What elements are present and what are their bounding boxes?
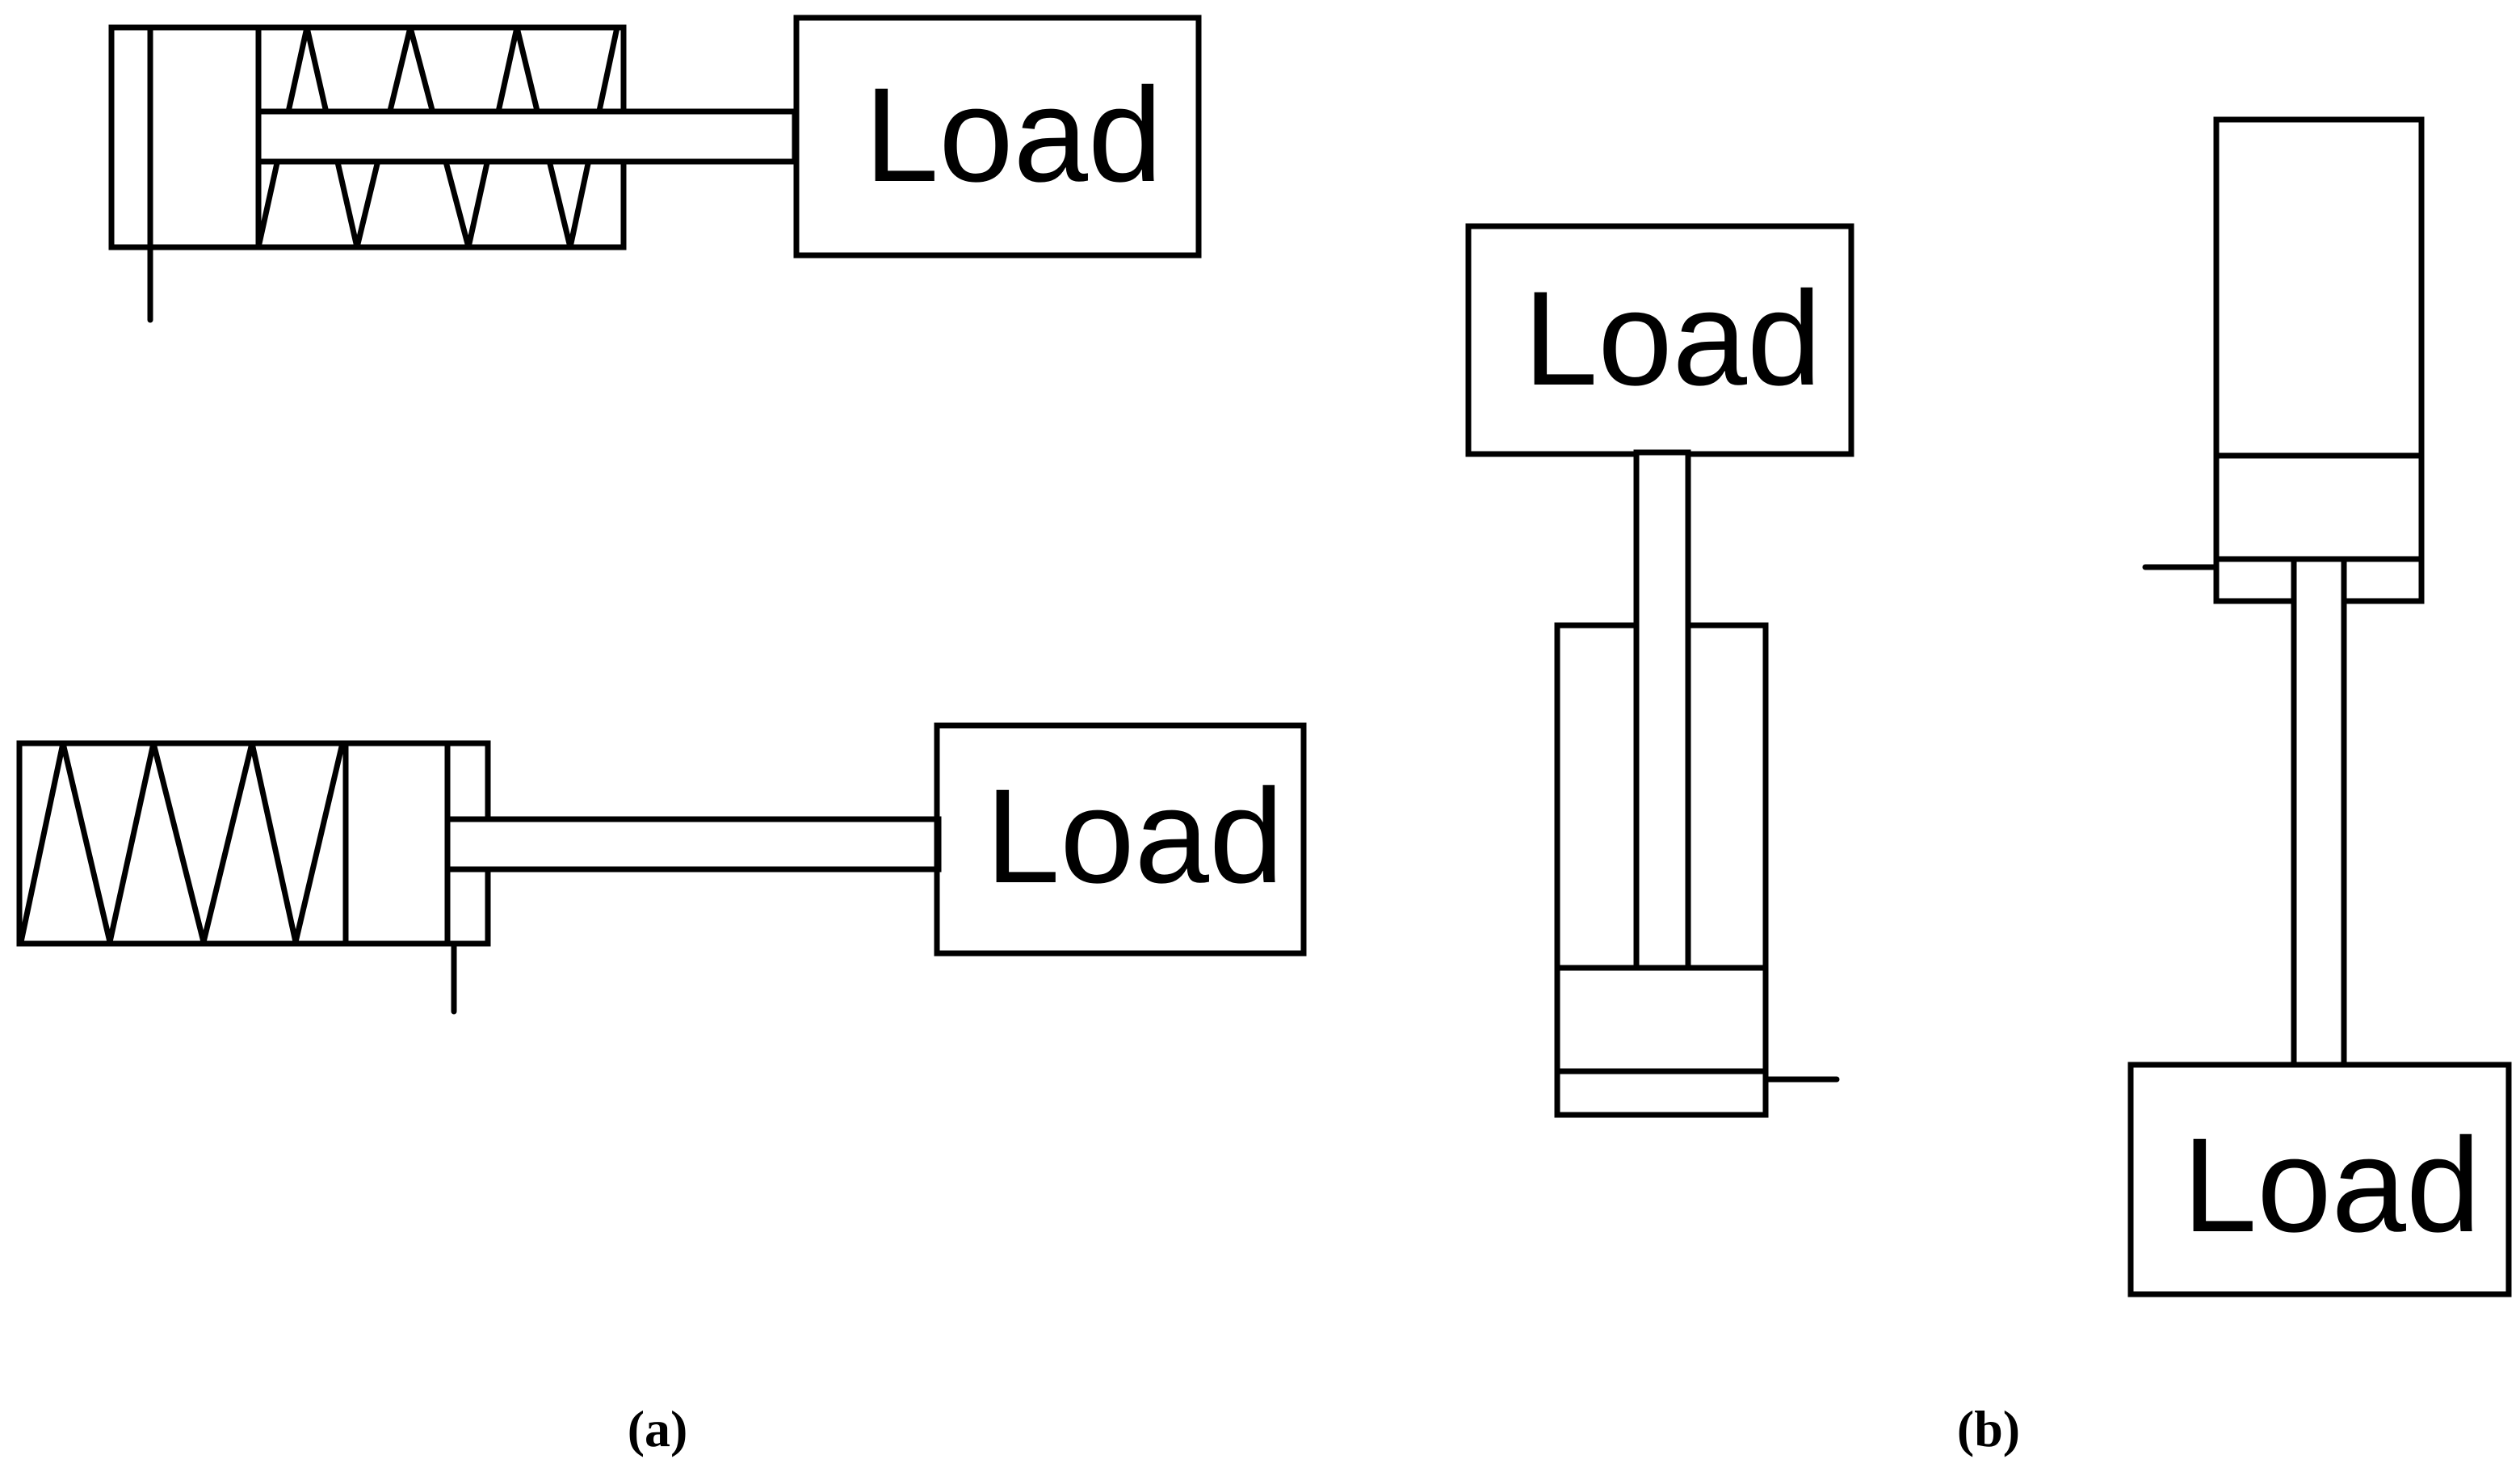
caption-b: (b) [1957, 1400, 2020, 1457]
cylinder-a-bottom: Load [16, 722, 1307, 1015]
load-label: Load [1523, 264, 1821, 414]
load-label: Load [2182, 1111, 2480, 1260]
cylinder-a-top: Load [108, 15, 1202, 323]
load-label: Load [985, 762, 1283, 911]
cylinder-b-left: Load [1465, 223, 1854, 1118]
load-label: Load [864, 61, 1162, 210]
cylinder-b-right: Load [2127, 116, 2512, 1297]
spring-a-bottom [18, 740, 346, 945]
caption-a: (a) [628, 1400, 688, 1457]
